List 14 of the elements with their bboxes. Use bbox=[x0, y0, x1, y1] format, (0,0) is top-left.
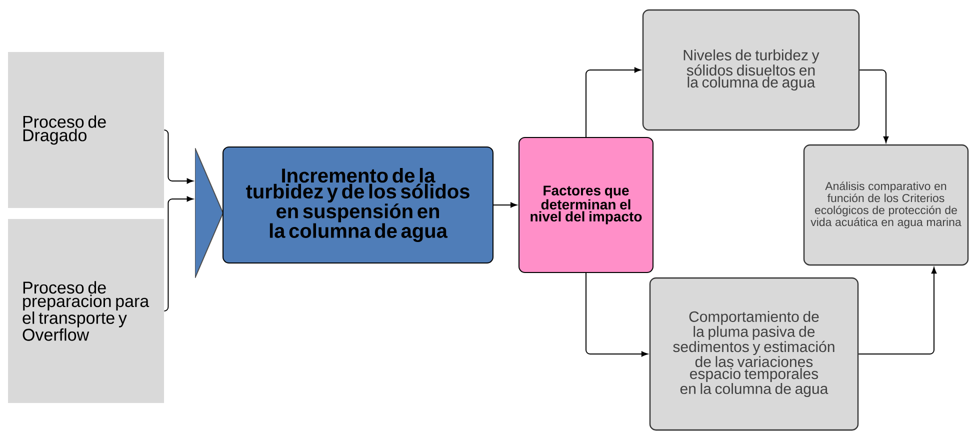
arrow bbox=[586, 272, 648, 357]
arrow bbox=[493, 202, 517, 208]
process-box: Factores que determinan el nivel del impacto bbox=[518, 137, 654, 273]
process-box: Niveles de turbidez y sólidos disueltos en la columna de agua bbox=[642, 9, 860, 131]
process-box: Comportamiento de la pluma pasiva de sedimentos y estimación de las variaciones espacio temporales en la columna de agua bbox=[649, 277, 859, 431]
arrow bbox=[858, 267, 937, 354]
arrow bbox=[164, 196, 194, 312]
arrow bbox=[164, 130, 194, 184]
process-box: Proceso de preparacion para el transporte y Overflow bbox=[8, 219, 164, 403]
process-box: Análisis comparativo en función de los Criterios ecológicos de protección de vida acuática en agua marina bbox=[803, 144, 969, 266]
arrow bbox=[586, 67, 641, 138]
arrow bbox=[859, 70, 889, 143]
process-box: Proceso de Dragado bbox=[8, 52, 164, 208]
triangle-shape bbox=[195, 148, 223, 278]
